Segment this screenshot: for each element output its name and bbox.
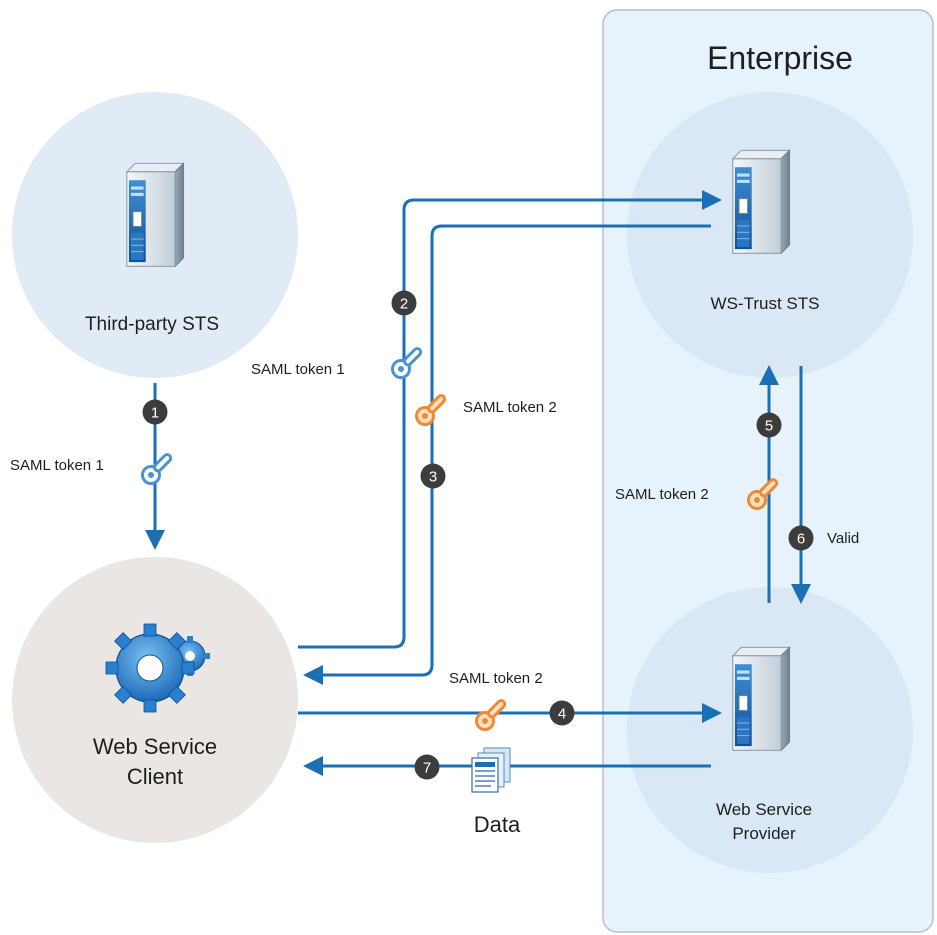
server-icon (732, 149, 791, 254)
saml-token-label-step-5: SAML token 2 (615, 486, 709, 503)
third-party-sts-label: Third-party STS (85, 314, 219, 335)
arrowhead-step-2 (702, 190, 722, 210)
saml-token-1-icon (391, 345, 424, 379)
arrowhead-step-3 (303, 665, 323, 685)
server-icon (732, 646, 791, 751)
step-number-6: 6 (797, 531, 805, 548)
step-badge-1: 1 (142, 399, 168, 425)
step-badge-7: 7 (414, 754, 440, 780)
arrowhead-step-5 (759, 365, 779, 385)
saml-token-label-step-2: SAML token 1 (251, 361, 345, 378)
enterprise-zone-title: Enterprise (707, 40, 853, 76)
web-service-client-label-line1: Web Service (93, 734, 217, 759)
saml-token-label-step-4: SAML token 2 (449, 670, 543, 687)
saml-token-label-step-3: SAML token 2 (463, 399, 557, 416)
step-badge-6: 6 (788, 525, 814, 551)
web-service-provider-label-line1: Web Service (716, 800, 812, 819)
step-number-4: 4 (558, 706, 566, 723)
connector-step-2 (298, 198, 703, 649)
step-number-2: 2 (400, 296, 408, 313)
data-label: Data (474, 812, 521, 837)
step-badge-4: 4 (549, 700, 575, 726)
web-service-provider-label-line2: Provider (732, 824, 796, 843)
valid-label: Valid (827, 530, 859, 547)
step-number-5: 5 (765, 418, 773, 435)
step-number-3: 3 (429, 469, 437, 486)
web-service-client-label-line2: Client (127, 764, 183, 789)
step-badge-5: 5 (756, 412, 782, 438)
saml-token-1-icon (141, 451, 174, 485)
arrowhead-step-4 (702, 703, 722, 723)
saml-token-label-step-1: SAML token 1 (10, 457, 104, 474)
documents-icon (471, 747, 511, 793)
ws-trust-sts-label: WS-Trust STS (711, 294, 820, 313)
server-icon (126, 162, 185, 267)
arrowhead-step-1 (145, 530, 165, 550)
step-number-7: 7 (423, 760, 431, 777)
arrowhead-step-7 (303, 756, 323, 776)
step-badge-3: 3 (420, 463, 446, 489)
step-number-1: 1 (151, 405, 159, 422)
arrowhead-step-6 (791, 584, 811, 604)
gears-icon (105, 623, 210, 713)
step-badge-2: 2 (391, 290, 417, 316)
connector-step-3 (322, 224, 711, 677)
